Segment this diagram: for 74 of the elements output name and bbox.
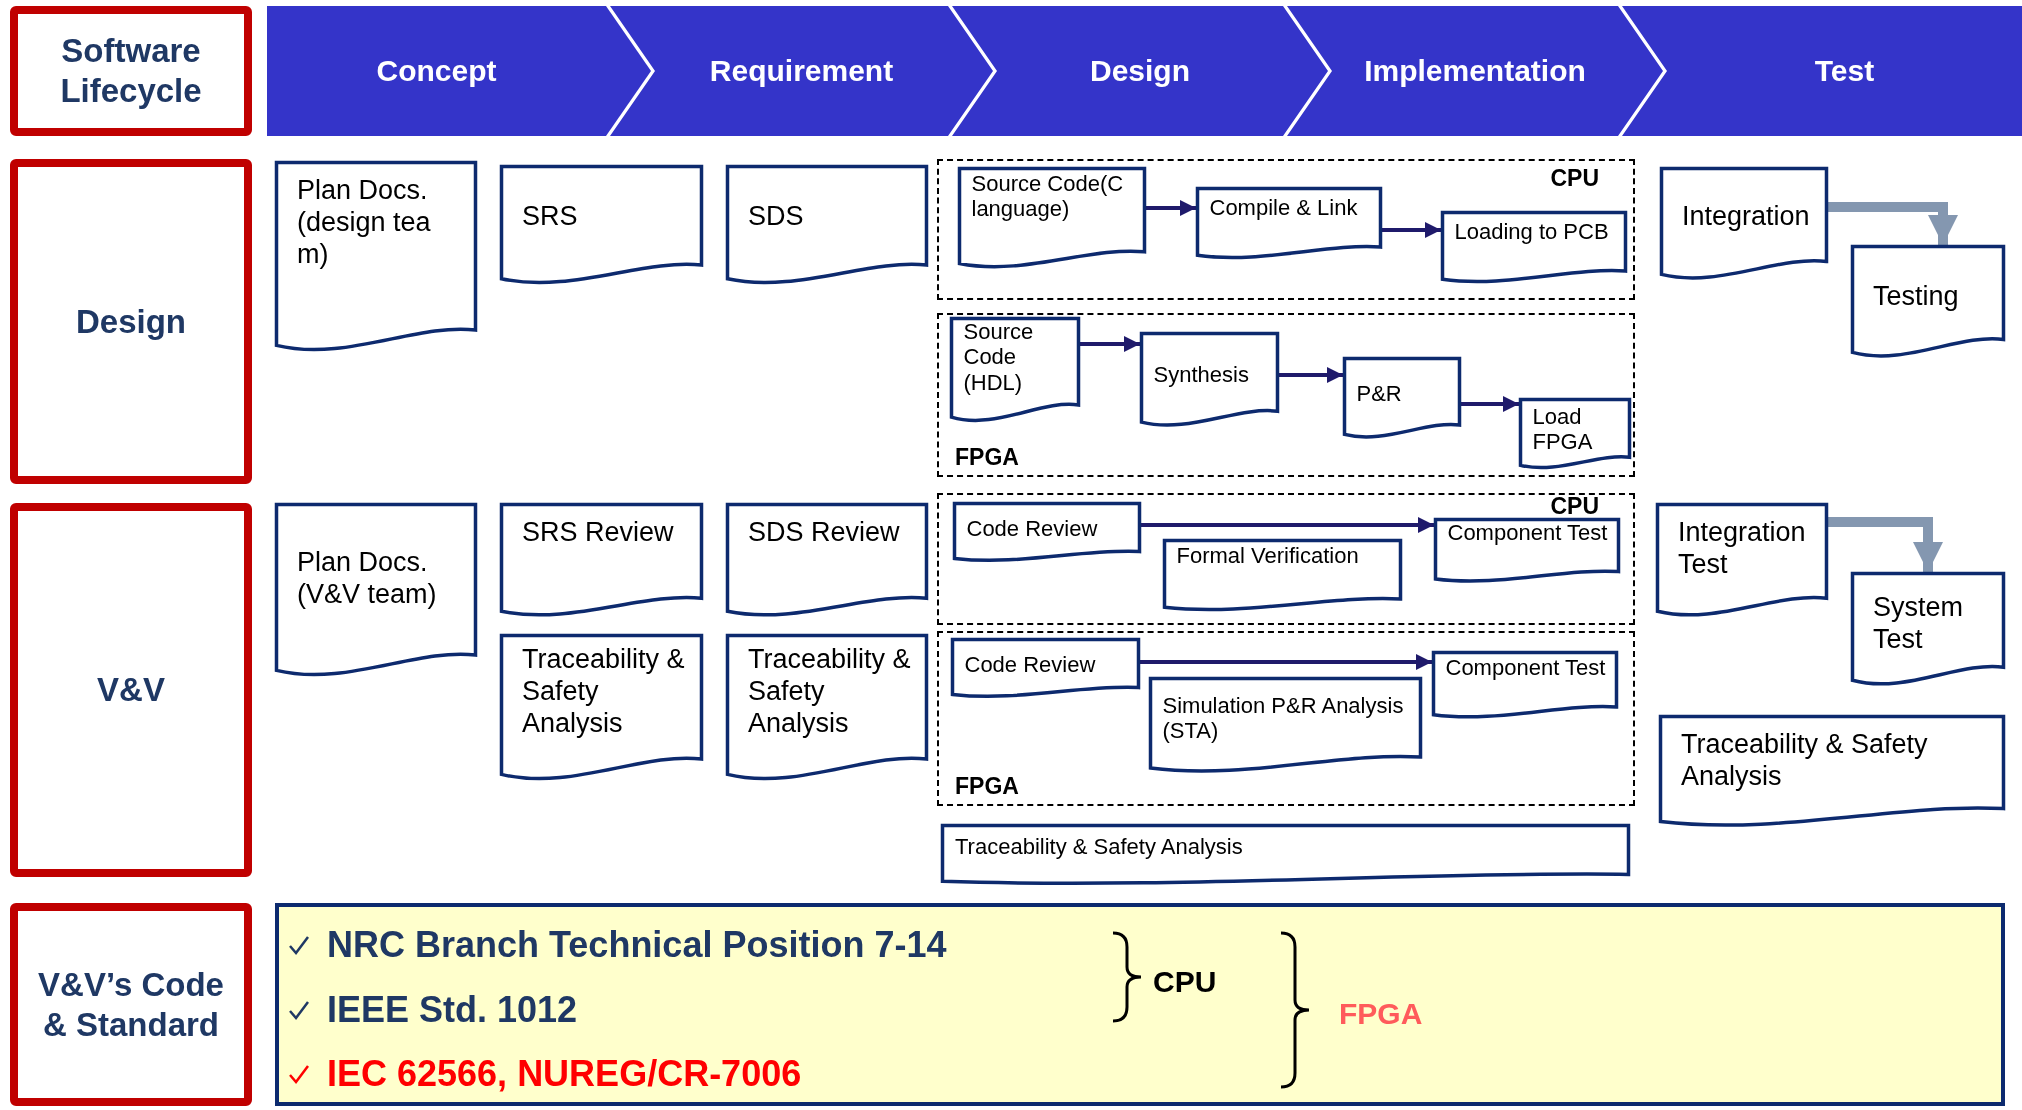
phase-label: Design bbox=[1089, 53, 1191, 89]
phase-label: Test bbox=[1813, 53, 1876, 89]
document-text: SDS Review bbox=[747, 516, 901, 549]
document-text: Loading to PCB bbox=[1453, 217, 1610, 245]
arrow bbox=[1461, 396, 1519, 412]
arrow bbox=[1140, 654, 1432, 670]
group-label: CPU bbox=[1550, 493, 1599, 520]
phase-banner bbox=[267, 6, 651, 136]
document-box bbox=[1440, 210, 1627, 286]
document-text: Load FPGA bbox=[1531, 402, 1594, 456]
document-text: Traceability & Safety Analysis bbox=[747, 643, 912, 740]
dashed-group-frame bbox=[937, 159, 1635, 300]
standards-panel bbox=[275, 903, 2005, 1106]
group-label: CPU bbox=[1153, 965, 1217, 999]
phase-label: Requirement bbox=[708, 53, 895, 89]
phase-label: Concept bbox=[375, 53, 498, 89]
group-label: FPGA bbox=[1339, 997, 1423, 1031]
row-header: V&V’s Code & Standard bbox=[10, 903, 252, 1106]
document-text: Traceability & Safety Analysis bbox=[954, 833, 1244, 860]
document-text: SRS Review bbox=[521, 516, 675, 549]
standard-item: IEC 62566, NUREG/CR-7006 bbox=[327, 1053, 802, 1095]
dashed-group-frame bbox=[937, 313, 1635, 477]
dashed-group-frame bbox=[937, 631, 1635, 806]
document-box bbox=[1162, 538, 1402, 614]
document-text: Component Test bbox=[1446, 518, 1609, 546]
document-text: Testing bbox=[1872, 280, 1960, 313]
arrow bbox=[1080, 336, 1140, 352]
document-text: Component Test bbox=[1444, 653, 1607, 681]
document-box bbox=[1431, 650, 1618, 721]
arrow bbox=[1828, 202, 1958, 245]
group-label: CPU bbox=[1550, 165, 1599, 192]
row-header: V&V bbox=[10, 503, 252, 877]
document-text: Formal Verification bbox=[1175, 541, 1360, 569]
document-text: Plan Docs. (V&V team) bbox=[296, 546, 438, 611]
document-text: Source Code(C language) bbox=[970, 169, 1125, 223]
arrow bbox=[1828, 517, 1943, 572]
phase-banner bbox=[1287, 6, 1663, 136]
document-text: Source Code (HDL) bbox=[962, 317, 1035, 397]
phase-label: Implementation bbox=[1363, 53, 1587, 89]
document-text: SRS bbox=[521, 200, 579, 233]
document-box bbox=[1518, 397, 1631, 472]
document-box bbox=[950, 637, 1140, 700]
document-text: System Test bbox=[1872, 591, 1965, 656]
document-box bbox=[1195, 186, 1382, 262]
phase-banner bbox=[610, 6, 993, 136]
dashed-group-frame bbox=[937, 493, 1635, 625]
document-text: Compile & Link bbox=[1208, 193, 1359, 221]
document-text: Traceability & Safety Analysis bbox=[521, 643, 686, 740]
group-label: FPGA bbox=[955, 444, 1019, 471]
document-box bbox=[941, 824, 1630, 887]
arrow bbox=[1382, 222, 1441, 238]
document-text: Simulation P&R Analysis (STA) bbox=[1161, 691, 1405, 745]
row-header: Software Lifecycle bbox=[10, 6, 252, 136]
document-box bbox=[1342, 356, 1461, 442]
standard-item: NRC Branch Technical Position 7-14 bbox=[327, 924, 947, 966]
document-box bbox=[1433, 517, 1620, 585]
row-header: Design bbox=[10, 159, 252, 484]
document-text: Code Review bbox=[965, 514, 1099, 542]
document-text: P&R bbox=[1355, 379, 1403, 407]
document-text: Synthesis bbox=[1152, 360, 1250, 388]
phase-banner bbox=[952, 6, 1328, 136]
document-text: Plan Docs. (design tea m) bbox=[296, 174, 432, 271]
document-text: Traceability & Safety Analysis bbox=[1680, 728, 1929, 793]
arrow bbox=[1146, 200, 1196, 216]
document-text: Integration Test bbox=[1677, 516, 1807, 581]
phase-banner bbox=[1622, 6, 2022, 136]
document-text: Integration bbox=[1681, 200, 1811, 233]
document-text: Code Review bbox=[963, 650, 1097, 678]
standard-item: IEEE Std. 1012 bbox=[327, 989, 578, 1031]
group-label: FPGA bbox=[955, 773, 1019, 800]
arrow bbox=[1279, 367, 1343, 383]
document-text: SDS bbox=[747, 200, 805, 233]
arrow bbox=[1141, 517, 1434, 533]
document-box bbox=[952, 501, 1141, 564]
